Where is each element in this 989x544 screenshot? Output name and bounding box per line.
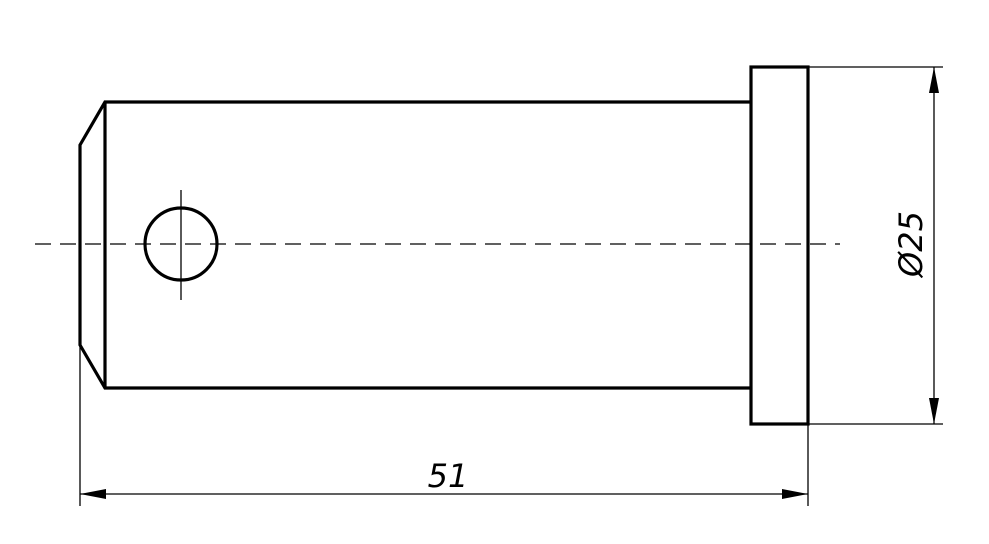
diameter-value: 25: [892, 211, 930, 252]
length-dimension-label: 51: [428, 457, 469, 495]
pin-head-outline: [749, 65, 810, 426]
pin-shaft-outline: [78, 100, 751, 390]
diameter-arrow-bottom: [929, 398, 939, 424]
diameter-symbol: Ø: [892, 251, 930, 279]
diameter-arrow-top: [929, 67, 939, 93]
diameter-dimension-label: Ø25: [892, 211, 930, 279]
length-arrow-left: [80, 489, 106, 499]
length-arrow-right: [782, 489, 808, 499]
